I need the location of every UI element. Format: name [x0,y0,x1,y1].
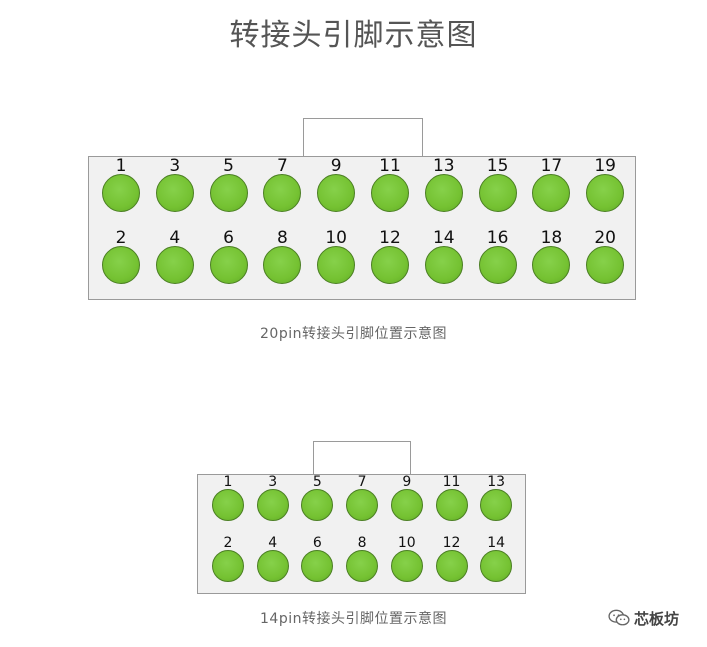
pin-number: 3 [268,474,278,490]
pin-10 [317,246,356,284]
pin-number: 17 [540,156,563,176]
pin-19 [586,174,625,212]
pin-5 [209,174,248,212]
pin-number: 2 [115,228,127,248]
pin-1 [212,489,244,521]
pin-6 [301,550,334,582]
pin-17 [532,174,571,212]
pin-number: 4 [169,228,181,248]
pin-number: 11 [379,156,401,176]
pin-10 [390,550,423,582]
pin-18 [532,246,571,284]
pin-number: 20 [594,228,616,248]
pin-6 [209,246,248,284]
pin-15 [478,174,517,212]
pin-number: 15 [486,156,509,176]
pin-3 [256,489,289,521]
pin-number: 5 [312,474,322,490]
pin-number: 6 [312,535,322,551]
pin-number: 8 [357,535,367,551]
pin-8 [346,550,379,582]
pin-1 [102,174,140,212]
pin-12 [435,550,468,582]
pin-11 [371,174,409,212]
pin-number: 4 [268,535,278,551]
pin-number: 1 [115,156,127,176]
pin-number: 9 [402,474,412,490]
caption-14pin: 14pin转接头引脚位置示意图 [260,611,447,627]
pin-14 [424,246,463,284]
pin-number: 7 [357,474,367,490]
pin-16 [478,246,517,284]
watermark-text: 芯板坊 [634,609,680,628]
pin-4 [256,550,289,582]
pin-4 [155,246,194,284]
pin-number: 18 [540,228,563,248]
pin-20 [586,246,625,284]
pin-number: 8 [276,228,288,248]
pin-number: 14 [432,228,455,248]
connector-latch [303,118,423,158]
pin-number: 13 [432,156,455,176]
page-title: 转接头引脚示意图 [229,18,478,53]
pin-number: 10 [397,535,416,551]
pin-3 [155,174,194,212]
pin-number: 5 [223,156,234,176]
wechat-icon [608,609,630,626]
pin-number: 10 [325,228,347,248]
pin-13 [480,489,513,521]
pin-9 [317,174,356,212]
pin-5 [301,489,334,521]
caption-20pin: 20pin转接头引脚位置示意图 [260,326,447,342]
pin-number: 2 [223,535,233,551]
pin-number: 6 [223,228,234,248]
pin-2 [102,246,140,284]
pin-number: 16 [486,228,509,248]
pin-7 [346,489,379,521]
pin-number: 13 [487,474,506,490]
pin-14 [480,550,513,582]
pin-number: 3 [169,156,181,176]
pin-11 [435,489,468,521]
pin-8 [263,246,302,284]
pin-number: 12 [442,535,461,551]
pin-number: 7 [276,156,288,176]
pin-9 [390,489,423,521]
pin-number: 11 [442,474,461,490]
pin-number: 14 [487,535,506,551]
pin-12 [371,246,409,284]
pin-number: 9 [330,156,342,176]
pin-7 [263,174,302,212]
connector-latch [313,441,411,476]
pin-2 [212,550,244,582]
pin-number: 1 [223,474,233,490]
watermark: 芯板坊 [608,607,679,629]
pin-number: 19 [594,156,616,176]
pin-13 [424,174,463,212]
pin-number: 12 [379,228,401,248]
